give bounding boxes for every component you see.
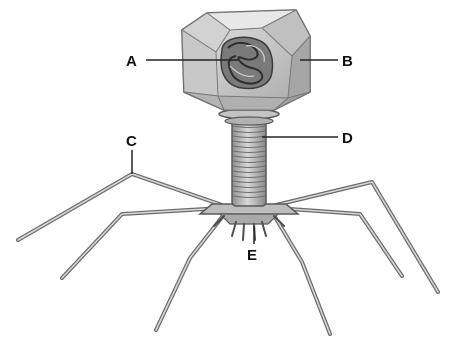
base-plate xyxy=(200,204,298,224)
tail-fiber-left-mid xyxy=(62,208,222,278)
collar xyxy=(219,109,279,125)
tail-fibers xyxy=(18,174,438,334)
label-e: E xyxy=(247,247,257,264)
dna-genome xyxy=(221,37,273,88)
tail-fiber-right-mid xyxy=(276,208,402,276)
tail-fiber-left-far xyxy=(18,174,222,240)
label-d: D xyxy=(342,130,353,147)
label-a: A xyxy=(126,53,137,70)
tail-fiber-right-near xyxy=(272,212,330,334)
tail-sheath xyxy=(232,120,266,206)
label-b: B xyxy=(342,53,353,70)
label-c: C xyxy=(126,133,137,150)
tail-fiber-left-near xyxy=(156,212,226,330)
